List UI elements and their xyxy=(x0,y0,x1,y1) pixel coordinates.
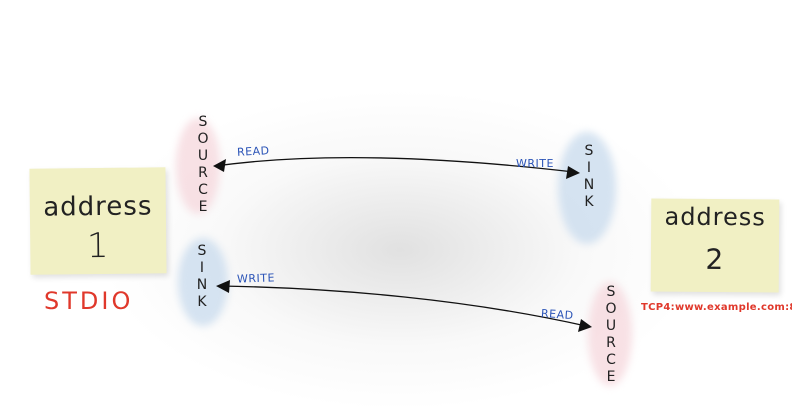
bottom-arrow-left-label: WRITE xyxy=(236,271,276,286)
sink-blob-right xyxy=(558,132,616,244)
top-arrow-right-label: WRITE xyxy=(516,157,554,170)
left-bottom-endpoint-label: S I N K xyxy=(196,243,208,310)
source-blob-right xyxy=(588,282,632,386)
bottom-arrow xyxy=(216,280,592,332)
right-top-endpoint-label: S I N K xyxy=(583,143,595,210)
top-arrow xyxy=(213,157,580,179)
bottom-arrow-right-label: READ xyxy=(540,306,575,323)
sink-blob-left xyxy=(178,238,228,326)
address-2-caption: TCP4:www.example.com:80 xyxy=(641,302,792,313)
right-bottom-endpoint-label: S O U R C E xyxy=(605,284,617,385)
address-1-caption: STDIO xyxy=(44,287,134,315)
source-blob-left xyxy=(176,118,220,214)
top-arrow-left-label: READ xyxy=(236,144,270,159)
left-top-endpoint-label: S O U R C E xyxy=(197,114,209,215)
